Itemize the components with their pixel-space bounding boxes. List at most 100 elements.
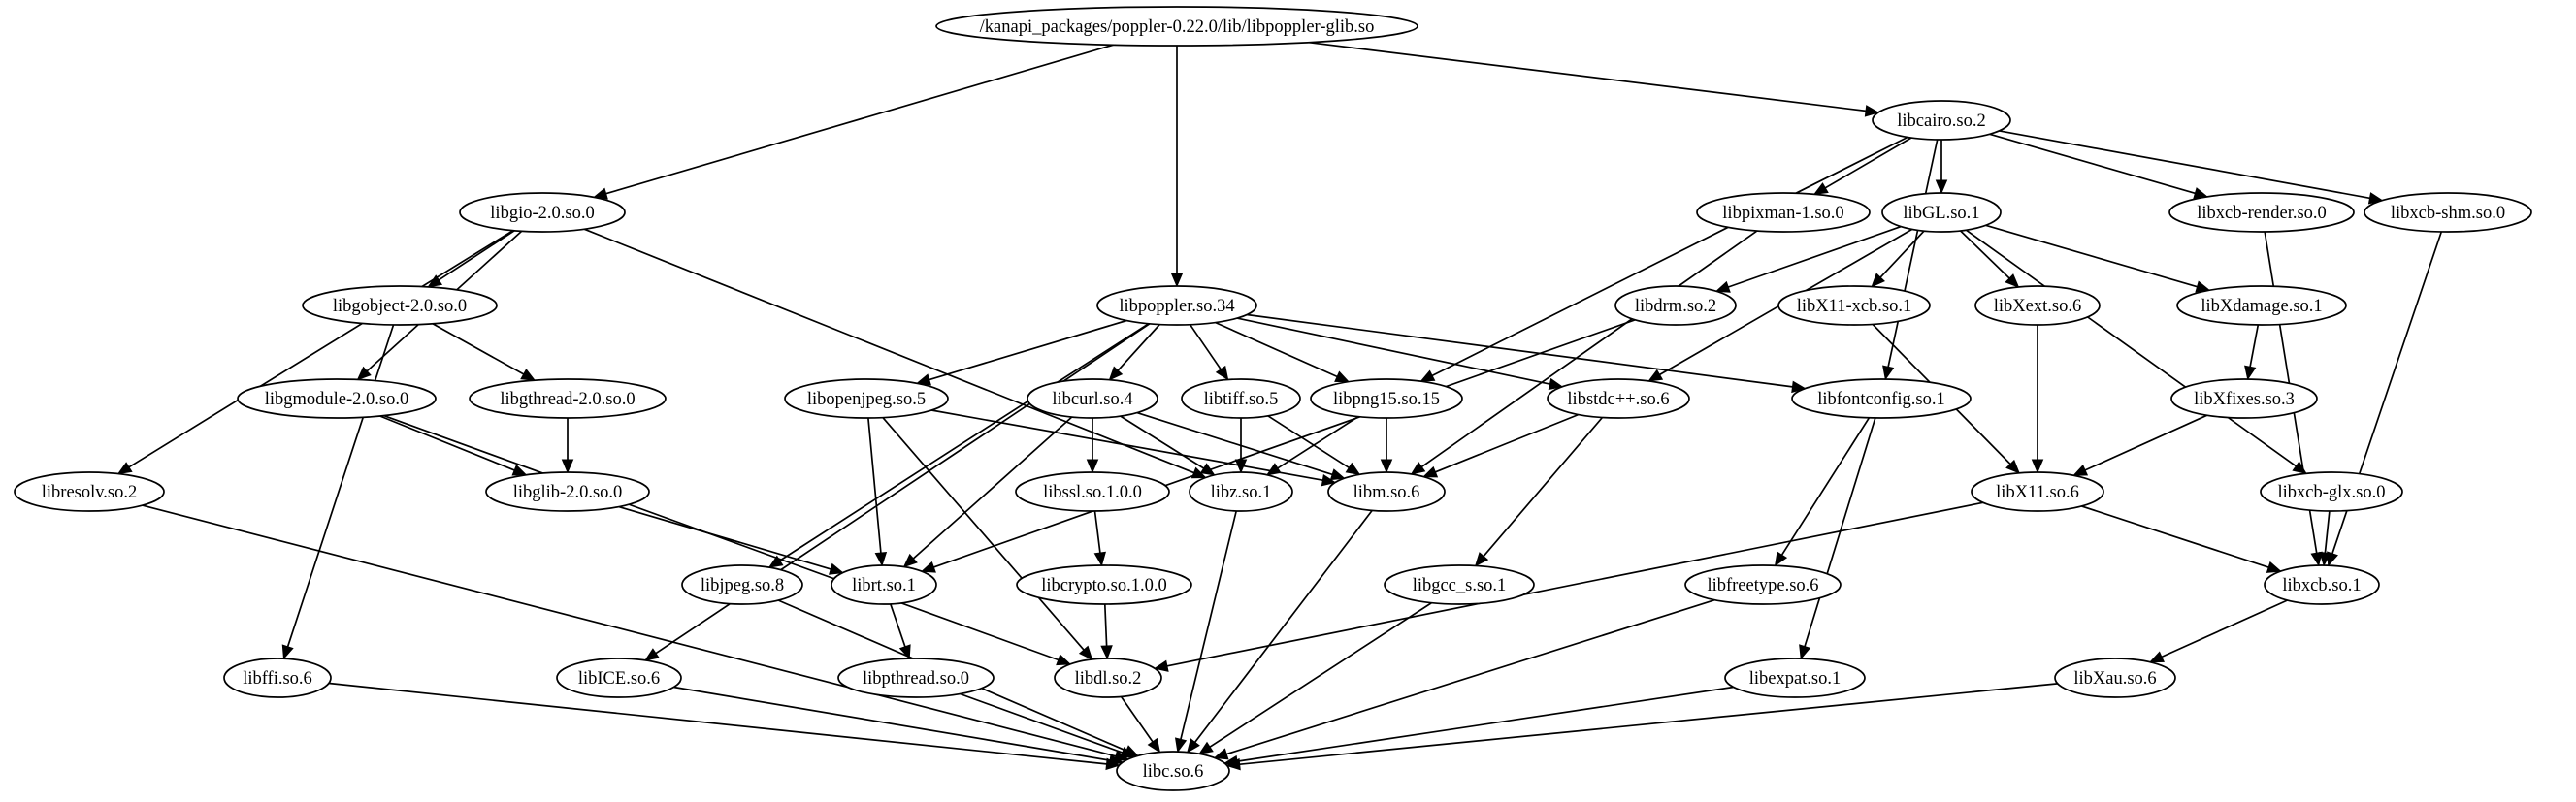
edge-arrowhead-curl-to-rt (902, 553, 918, 568)
edge-arrowhead-openjpeg-to-rt (874, 552, 888, 567)
edge-ffi-to-c (328, 682, 1107, 765)
edge-gmodule-to-dl (383, 414, 1060, 661)
edge-x11-to-dl (1166, 501, 1983, 667)
node-m: libm.so.6 (1327, 471, 1446, 512)
node-ellipse-xcbrender (2168, 192, 2355, 233)
node-ellipse-xcbshm (2364, 192, 2532, 233)
edge-arrowhead-x11-to-dl (1153, 659, 1169, 672)
node-label-crypto: libcrypto.so.1.0.0 (1041, 576, 1167, 595)
edge-gl-to-x11xcb (1879, 230, 1925, 278)
node-xcb: libxcb.so.1 (2264, 564, 2380, 605)
edge-poppler-to-jpeg (779, 322, 1150, 561)
node-label-xfixes: libXfixes.so.3 (2194, 390, 2295, 409)
edge-cairo-to-png (1431, 136, 1908, 377)
node-label-poppler: libpoppler.so.34 (1119, 297, 1234, 316)
edge-freetype-to-c (1225, 598, 1715, 755)
node-ellipse-xext (1974, 285, 2101, 326)
edge-pixman-to-m (1420, 230, 1758, 468)
edge-arrowhead-gobject-to-ffi (281, 644, 294, 660)
node-label-xdamage: libXdamage.so.1 (2201, 297, 2322, 316)
node-ellipse-fontconfig (1791, 378, 1972, 419)
node-label-drm: libdrm.so.2 (1635, 297, 1716, 316)
node-xdamage: libXdamage.so.1 (2176, 285, 2347, 326)
edge-arrowhead-gl-to-x11xcb (1871, 273, 1885, 288)
edge-arrowhead-xdamage-to-xfixes (2244, 365, 2257, 381)
node-label-ssl: libssl.so.1.0.0 (1043, 483, 1142, 502)
node-label-cairo: libcairo.so.2 (1897, 112, 1985, 131)
node-label-ice: libICE.so.6 (578, 669, 660, 689)
edge-gobject-to-ffi (286, 324, 395, 648)
node-ellipse-pthread (837, 658, 995, 698)
node-label-z: libz.so.1 (1211, 483, 1272, 502)
node-poppler: libpoppler.so.34 (1096, 285, 1257, 326)
edge-tiff-to-m (1267, 415, 1350, 469)
node-ellipse-png (1310, 378, 1463, 419)
node-ellipse-freetype (1684, 564, 1842, 605)
edge-arrowhead-expat-to-c (1223, 754, 1239, 768)
node-ellipse-gio (459, 192, 626, 233)
edge-arrowhead-gthread-to-glib (561, 459, 574, 474)
edge-arrowhead-poppler-to-stdcpp (1548, 377, 1564, 391)
edge-arrowhead-fontconfig-to-freetype (1774, 551, 1788, 567)
edge-arrowhead-png-to-m (1380, 459, 1393, 474)
node-xcbrender: libxcb-render.so.0 (2168, 192, 2355, 233)
edge-arrowhead-poppler-to-tiff (1215, 365, 1229, 381)
node-label-expat: libexpat.so.1 (1749, 669, 1842, 689)
edge-arrowhead-gl-to-xext (2005, 273, 2020, 288)
edge-ssl-to-crypto (1093, 510, 1101, 554)
node-ellipse-z (1189, 471, 1293, 512)
edge-arrowhead-poppler-to-jpeg (767, 555, 784, 568)
node-ice: libICE.so.6 (556, 658, 682, 698)
edge-m-to-c (1194, 509, 1373, 743)
edge-fontconfig-to-freetype (1780, 417, 1871, 556)
edge-arrowhead-gl-to-drm (1714, 280, 1731, 293)
edge-cairo-to-fontconfig (1887, 139, 1939, 368)
edge-arrowhead-tiff-to-m (1345, 462, 1361, 475)
edge-openjpeg-to-m (930, 409, 1323, 482)
edge-cairo-to-pixman (1824, 137, 1912, 189)
node-label-stdcpp: libstdc++.so.6 (1567, 390, 1669, 409)
edge-stdcpp-to-m (1435, 413, 1580, 473)
node-ellipse-openjpeg (784, 378, 949, 419)
edge-arrowhead-root-to-cairo (1864, 105, 1880, 117)
edge-arrowhead-cairo-to-png (1419, 369, 1436, 382)
node-ellipse-ice (556, 658, 682, 698)
edge-gobject-to-gthread (432, 323, 525, 375)
edge-arrowhead-m-to-c (1187, 738, 1200, 754)
edge-curl-to-z (1120, 415, 1205, 469)
edge-arrowhead-openjpeg-to-dl (1078, 645, 1093, 660)
node-label-gcc: libgcc_s.so.1 (1413, 576, 1507, 595)
edge-arrowhead-drm-to-rt (920, 561, 936, 573)
node-resolv: libresolv.so.2 (14, 471, 165, 512)
edge-arrowhead-png-to-z (1265, 463, 1282, 476)
edge-arrowhead-fontconfig-to-expat (1799, 644, 1811, 660)
edge-cairo-to-xcbshm (1999, 130, 2370, 200)
edge-arrowhead-gmodule-to-dl (1056, 654, 1072, 666)
node-ellipse-crypto (1016, 564, 1192, 605)
node-ellipse-rt (831, 564, 937, 605)
node-label-pthread: libpthread.so.0 (863, 669, 969, 689)
edge-openjpeg-to-dl (882, 417, 1085, 651)
edge-gio-to-z (583, 228, 1194, 474)
edge-curl-to-m (1136, 411, 1333, 476)
node-label-fontconfig: libfontconfig.so.1 (1817, 390, 1945, 409)
edge-gl-to-xcbglx (1965, 229, 2297, 467)
node-ellipse-gl (1881, 192, 2002, 233)
edge-arrowhead-xcbrender-to-xcb (2310, 551, 2323, 567)
node-ellipse-tiff (1181, 378, 1301, 419)
edge-root-to-gio (605, 44, 1114, 195)
node-jpeg: libjpeg.so.8 (681, 564, 803, 605)
edge-poppler-to-fontconfig (1246, 313, 1793, 388)
edge-arrowhead-stdcpp-to-gcc (1474, 552, 1489, 567)
edge-arrowhead-xext-to-x11 (2031, 459, 2044, 474)
edge-poppler-to-stdcpp (1236, 317, 1550, 385)
node-ellipse-xau (2054, 658, 2176, 698)
edge-arrowhead-pixman-to-m (1410, 461, 1426, 475)
node-drm: libdrm.so.2 (1614, 285, 1737, 326)
node-label-gobject: libgobject-2.0.so.0 (333, 297, 467, 316)
nodes-layer: /kanapi_packages/poppler-0.22.0/lib/libp… (14, 6, 2532, 791)
node-gl: libGL.so.1 (1881, 192, 2002, 233)
node-label-xcbrender: libxcb-render.so.0 (2197, 204, 2327, 223)
edge-arrowhead-gobject-to-gthread (520, 369, 537, 381)
edge-arrowhead-rt-to-pthread (898, 644, 911, 660)
